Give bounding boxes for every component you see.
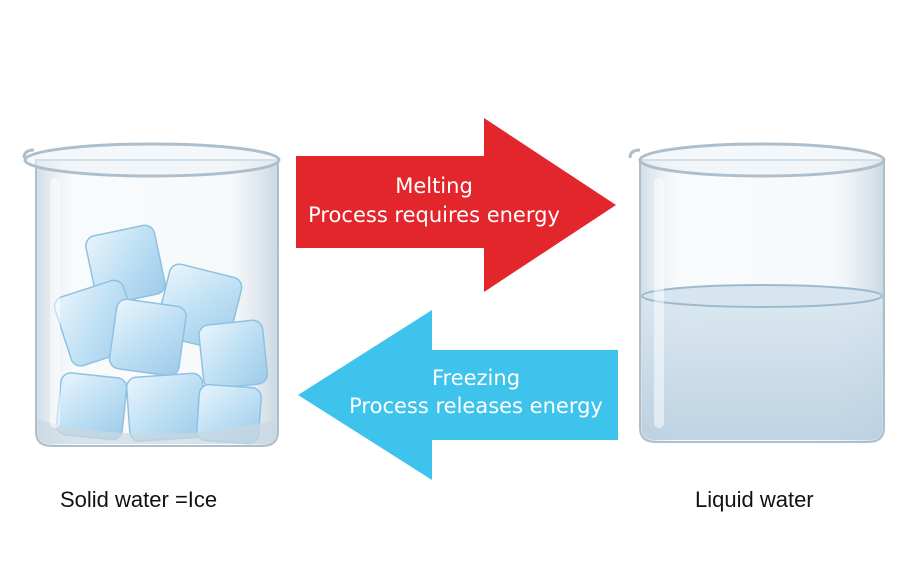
- liquid-water-caption: Liquid water: [695, 487, 814, 512]
- melting-arrow: [296, 118, 616, 292]
- melting-label: Melting: [395, 174, 473, 198]
- water: [642, 296, 882, 440]
- solid-water-caption: Solid water =Ice: [60, 487, 218, 512]
- right-beaker: [628, 142, 886, 443]
- freezing-description: Process releases energy: [349, 394, 603, 418]
- ice-cubes: [53, 224, 269, 445]
- freezing-label: Freezing: [432, 366, 520, 390]
- freezing-arrow: [298, 310, 618, 480]
- left-beaker: [22, 142, 281, 447]
- melting-description: Process requires energy: [308, 203, 560, 227]
